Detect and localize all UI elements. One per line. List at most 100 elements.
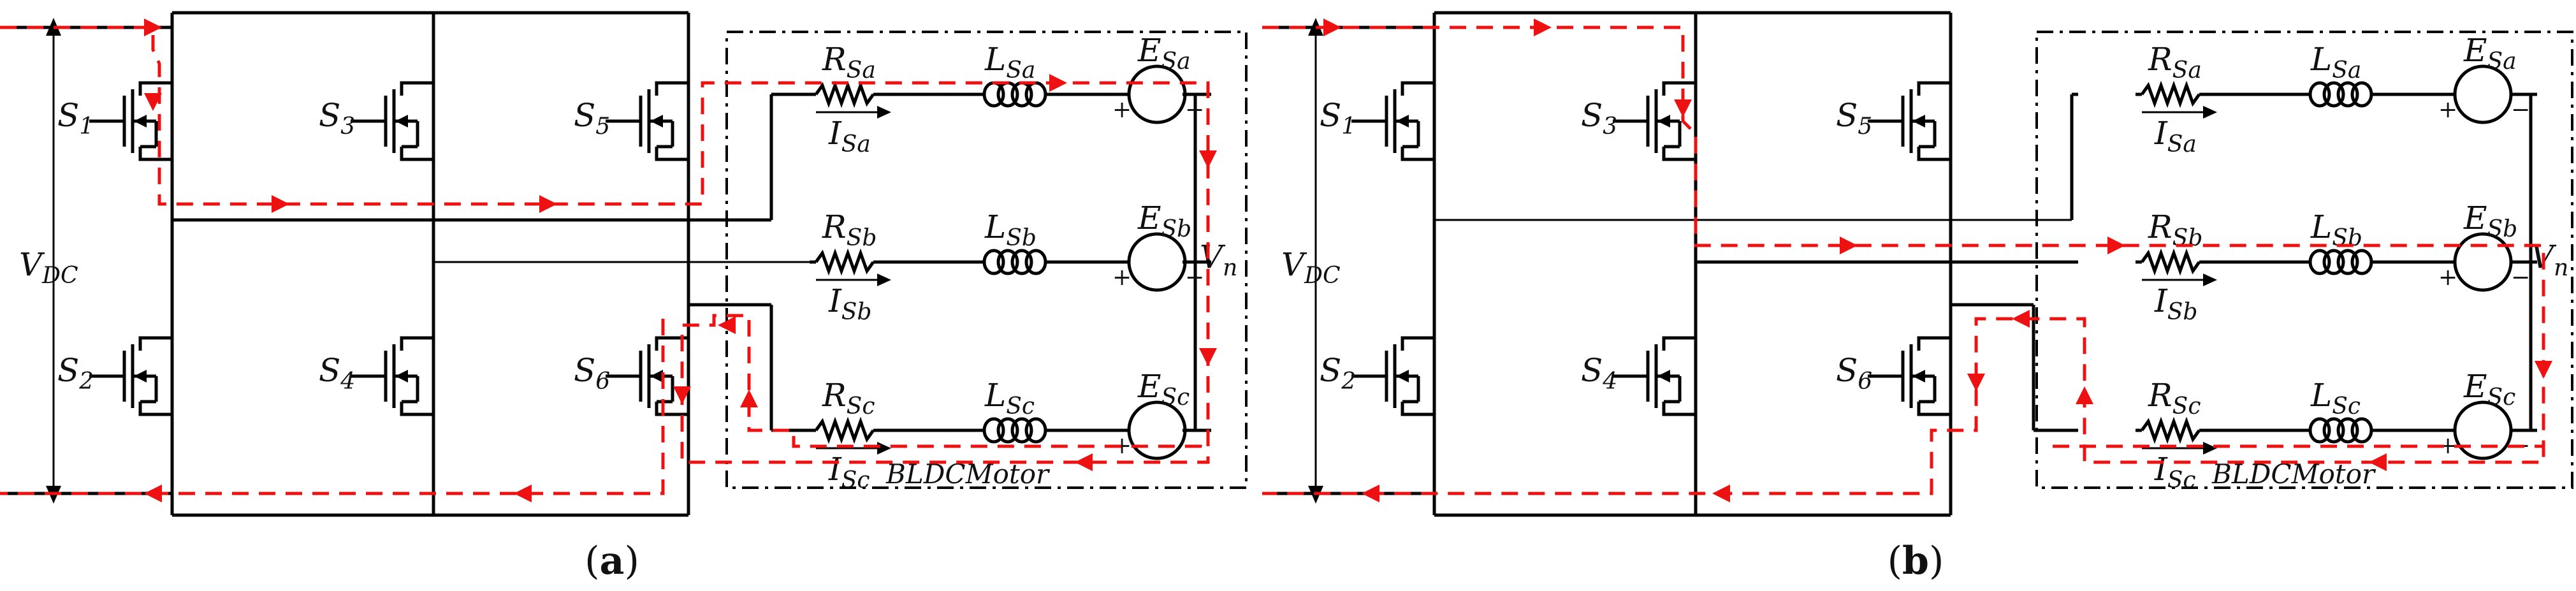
- minus-sign: −: [2511, 265, 2530, 291]
- current-label: ISb: [828, 282, 871, 325]
- dc-bus: [1262, 11, 1953, 517]
- switch-s4: S4: [1581, 322, 1698, 430]
- inductor-label: LSa: [2310, 41, 2361, 84]
- minus-sign: −: [1185, 265, 1204, 291]
- plus-sign: +: [2438, 97, 2457, 123]
- current-arrow: [144, 93, 162, 111]
- switch-s6: S6: [574, 322, 690, 430]
- current-arrow: [2076, 386, 2093, 404]
- current-arrow: [1199, 150, 1217, 168]
- current-arrow: [1674, 99, 1692, 117]
- current-arrow: [2012, 310, 2030, 328]
- phase-wires: [1434, 92, 2078, 432]
- resistor-label: RSa: [2148, 41, 2202, 84]
- emf-label: ESb: [2463, 200, 2517, 242]
- emf-label: ESa: [1137, 32, 1191, 75]
- switch-label: S6: [574, 352, 610, 395]
- switch-s1: S1: [57, 67, 174, 175]
- current-arrow: [2107, 237, 2125, 254]
- current-direction-arrows: [1323, 18, 2552, 502]
- switch-label: S4: [319, 352, 355, 395]
- current-arrow: [1967, 374, 1985, 391]
- source-label: VDC: [19, 246, 78, 289]
- current-path: [0, 26, 1210, 495]
- resistor: [814, 80, 875, 108]
- resistor: [814, 416, 875, 444]
- plus-sign: +: [1112, 97, 1132, 123]
- inductor: [982, 417, 1047, 444]
- resistor: [2140, 416, 2201, 444]
- current-direction-arrows: [144, 18, 1217, 502]
- switch-label: S4: [1581, 352, 1617, 395]
- inductor-label: LSc: [2310, 377, 2361, 420]
- emf-label: ESb: [1137, 200, 1191, 242]
- source-label: VDC: [1281, 246, 1341, 289]
- switch-label: S1: [1320, 97, 1356, 140]
- current-arrow: [1075, 453, 1093, 471]
- current-arrow: [2369, 453, 2387, 471]
- current-arrow: [144, 18, 162, 36]
- switch-s5: S5: [1836, 67, 1953, 175]
- switch-s2: S2: [57, 322, 174, 430]
- current-arrow: [144, 485, 162, 502]
- current-arrow: [1199, 348, 1217, 366]
- panel-caption: (a): [585, 539, 639, 583]
- switch-label: S1: [57, 97, 94, 140]
- current-label: ISa: [828, 115, 871, 157]
- switch-s2: S2: [1320, 322, 1436, 430]
- minus-sign: −: [1185, 97, 1204, 123]
- resistor-label: RSb: [822, 208, 877, 251]
- current-arrow: [1323, 18, 1341, 36]
- current-path: [1262, 26, 2545, 495]
- emf-label: ESa: [2463, 32, 2517, 75]
- inductor: [982, 81, 1047, 108]
- current-arrow: [1534, 18, 1552, 36]
- resistor: [2140, 248, 2201, 276]
- resistor: [814, 248, 875, 276]
- dc-source: [1308, 18, 1323, 504]
- resistor-label: RSc: [2148, 377, 2201, 420]
- switch-s3: S3: [1581, 67, 1698, 175]
- current-label: ISb: [2154, 282, 2197, 325]
- switch-s3: S3: [319, 67, 435, 175]
- switch-s6: S6: [1836, 322, 1953, 430]
- current-arrow: [1049, 74, 1067, 92]
- minus-sign: −: [2511, 97, 2530, 123]
- current-arrow: [1840, 237, 1858, 254]
- current-arrow: [718, 316, 736, 334]
- dc-source: [46, 18, 61, 504]
- inductor: [2308, 417, 2373, 444]
- motor-boundary: [2035, 31, 2573, 489]
- inductor: [2308, 249, 2373, 275]
- switch-label: S3: [319, 97, 355, 140]
- inductor-label: LSb: [984, 208, 1037, 251]
- switch-s1: S1: [1320, 67, 1436, 175]
- current-label: ISa: [2154, 115, 2197, 157]
- switch-label: S5: [574, 97, 610, 140]
- switch-label: S6: [1836, 352, 1872, 395]
- inductor: [982, 249, 1047, 275]
- switch-label: S3: [1581, 97, 1617, 140]
- current-arrow: [1712, 485, 1730, 502]
- current-label: ISc: [2154, 451, 2196, 493]
- switch-label: S2: [1320, 352, 1356, 395]
- inductor-label: LSc: [984, 377, 1035, 420]
- plus-sign: +: [2438, 265, 2457, 291]
- current-arrow: [272, 195, 289, 213]
- current-arrow: [2535, 361, 2552, 379]
- panel-caption: (b): [1888, 539, 1944, 583]
- current-arrow: [673, 386, 691, 404]
- current-arrow: [539, 195, 557, 213]
- resistor: [2140, 80, 2201, 108]
- neutral-label: Vn: [1200, 238, 1237, 281]
- emf-label: ESc: [2463, 368, 2515, 411]
- resistor-label: RSc: [822, 377, 875, 420]
- switch-s5: S5: [574, 67, 690, 175]
